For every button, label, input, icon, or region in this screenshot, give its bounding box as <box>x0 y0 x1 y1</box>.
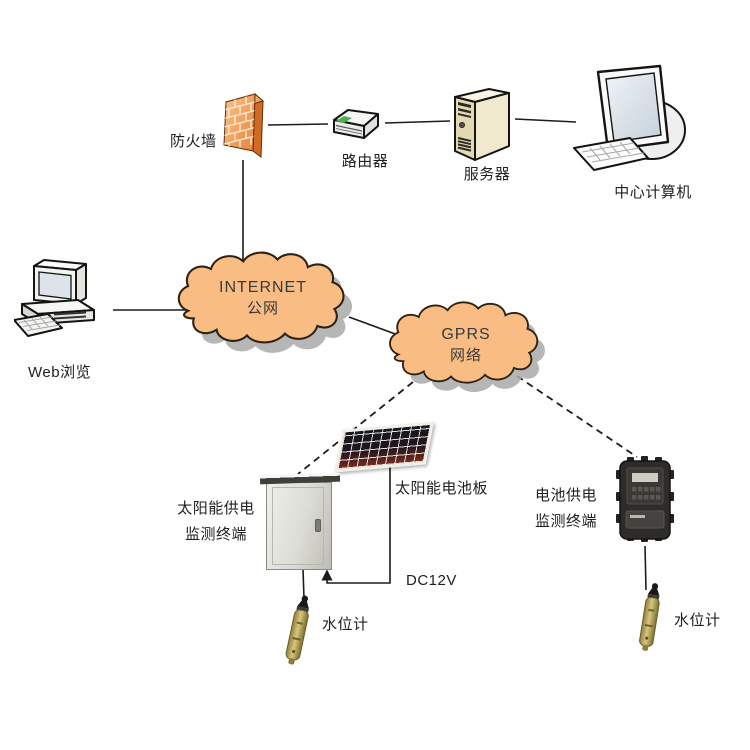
server-tower-icon <box>454 88 510 161</box>
link-firewall-router <box>267 123 329 126</box>
battery-terminal-label: 电池供电 监测终端 <box>534 487 597 530</box>
link-solar-dc12v <box>321 462 391 584</box>
router-label: 路由器 <box>341 153 389 170</box>
link-cabinet-gauge <box>302 568 305 600</box>
water-level-sensor-icon <box>285 595 309 665</box>
solar-panel-icon <box>334 420 434 474</box>
link-rtu-gauge <box>644 545 647 591</box>
solar-panel-label: 太阳能电池板 <box>395 480 489 497</box>
link-server-computer <box>514 118 577 123</box>
central-computer-label: 中心计算机 <box>614 184 692 201</box>
water-level-sensor-icon <box>639 583 660 651</box>
desktop-pc-icon <box>14 259 95 337</box>
water-gauge-left-label: 水位计 <box>322 616 369 633</box>
web-browser-label: Web浏览 <box>28 364 92 381</box>
solar-terminal-label: 太阳能供电 监测终端 <box>177 500 255 543</box>
outdoor-cabinet-icon <box>259 472 346 572</box>
desktop-monitor-icon <box>573 64 686 171</box>
link-router-server <box>384 120 451 124</box>
dc12v-label: DC12V <box>406 572 457 589</box>
brick-firewall-icon <box>223 92 265 158</box>
water-gauge-right-label: 水位计 <box>674 612 721 629</box>
router-icon <box>333 109 379 139</box>
cabinet-handle <box>315 519 321 532</box>
firewall-label: 防火墙 <box>170 133 217 150</box>
internet-cloud-label: INTERNET 公网 <box>219 279 307 317</box>
server-label: 服务器 <box>463 166 511 183</box>
gprs-cloud-label: GPRS 网络 <box>441 326 491 364</box>
link-gprs-rtu-dashed <box>516 375 638 458</box>
rtu-device-icon <box>616 456 674 542</box>
